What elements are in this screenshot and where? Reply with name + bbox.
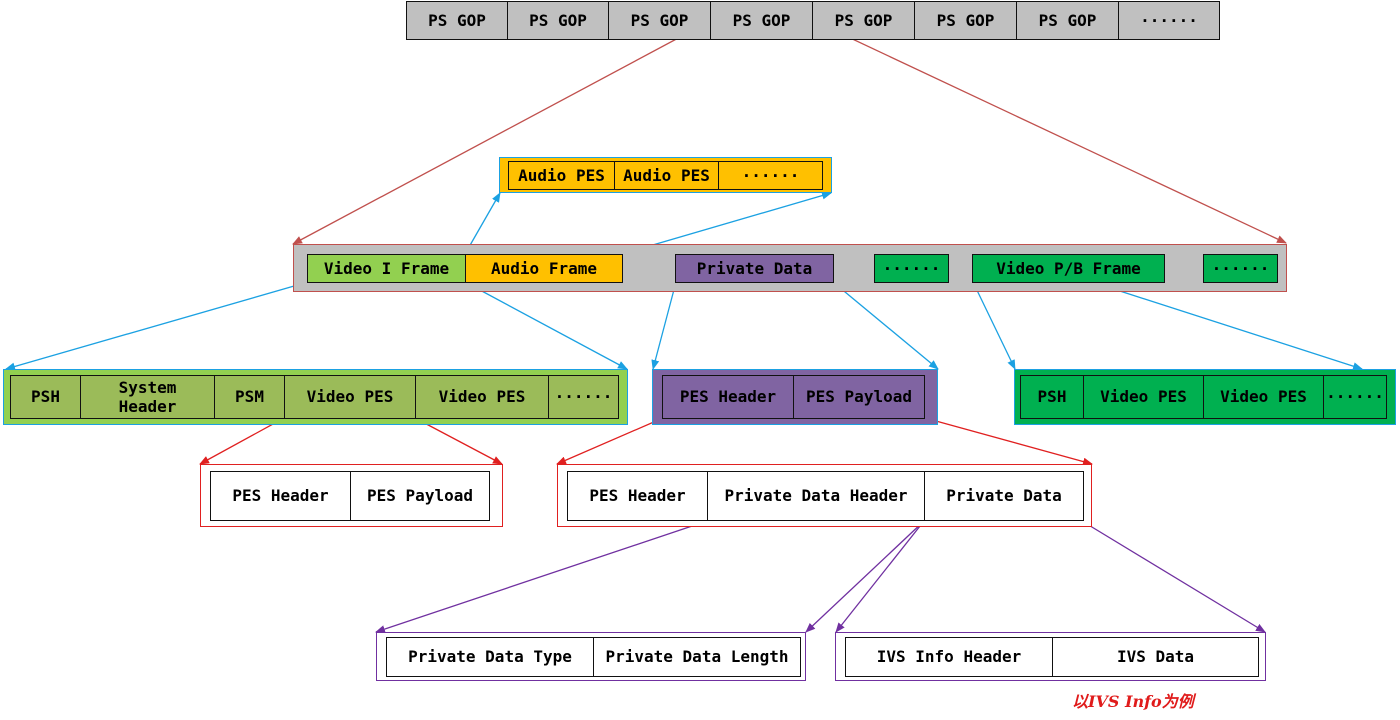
psm-cell: PSM (214, 375, 285, 419)
private-data-frame: Private Data (675, 254, 834, 283)
example-note: 以IVS Info为例 (1072, 692, 1194, 711)
arrow-videopb-left (972, 281, 1016, 370)
arrow-videopes-right (414, 417, 503, 465)
audio-pes-cell: Audio PES (614, 161, 719, 190)
arrow-videoi-left (5, 281, 309, 371)
audio-frame: Audio Frame (465, 254, 623, 283)
frame-ellipsis: ······ (1203, 254, 1278, 283)
video-pes-cell: Video PES (1083, 375, 1204, 419)
private-data-cell: Private Data (924, 471, 1084, 521)
pes-payload-cell: PES Payload (793, 375, 925, 419)
arrow-gop-left (292, 19, 713, 245)
private-data-breakdown: IVS Info Header IVS Data (835, 632, 1266, 681)
system-header-cell: System Header (80, 375, 215, 419)
arrow-pdh-right (805, 520, 925, 633)
arrow-audio-left (464, 192, 501, 255)
gop-cell: PS GOP (507, 1, 609, 40)
frame-ellipsis: ······ (874, 254, 949, 283)
psh-cell: PSH (10, 375, 81, 419)
private-header-breakdown: Private Data Type Private Data Length (376, 632, 806, 681)
video-i-breakdown: PSH System Header PSM Video PES Video PE… (3, 369, 628, 425)
gop-cell: PS GOP (406, 1, 508, 40)
gop-ellipsis: ······ (1118, 1, 1220, 40)
breakdown-ellipsis: ······ (548, 375, 619, 419)
video-pb-frame: Video P/B Frame (972, 254, 1165, 283)
video-pes-cell: Video PES (1203, 375, 1324, 419)
arrow-pd-right (1081, 520, 1266, 633)
arrow-private-left (651, 281, 677, 370)
arrow-pespayload-left (556, 417, 664, 465)
audio-pes-cell: Audio PES (508, 161, 615, 190)
video-pes-cell: Video PES (284, 375, 416, 419)
private-data-type-cell: Private Data Type (386, 637, 594, 677)
private-breakdown: PES Header PES Payload (652, 369, 938, 425)
arrow-videopb-right (1091, 281, 1363, 371)
arrow-pd-left (835, 520, 925, 633)
gop-cell: PS GOP (812, 1, 915, 40)
arrow-videoi-right (464, 281, 628, 370)
arrow-private-right (832, 281, 939, 370)
arrow-audio-right (621, 191, 832, 255)
pes-header-cell: PES Header (662, 375, 794, 419)
private-data-length-cell: Private Data Length (593, 637, 801, 677)
arrow-videopes-left (199, 417, 285, 465)
video-pb-breakdown: PSH Video PES Video PES ······ (1014, 369, 1396, 425)
audio-pes-container: Audio PES Audio PES ······ (499, 157, 832, 193)
gop-cell: PS GOP (710, 1, 813, 40)
pes-header-cell: PES Header (567, 471, 708, 521)
private-payload-breakdown: PES Header Private Data Header Private D… (557, 464, 1092, 527)
video-i-frame: Video I Frame (307, 254, 466, 283)
private-data-header-cell: Private Data Header (707, 471, 925, 521)
pes-header-cell: PES Header (210, 471, 351, 521)
frame-row-container: Video I Frame Audio Frame Private Data ·… (293, 244, 1287, 292)
breakdown-ellipsis: ······ (1323, 375, 1387, 419)
audio-pes-ellipsis: ······ (718, 161, 823, 190)
arrow-pespayload-right (924, 417, 1093, 466)
arrow-pdh-left (375, 520, 708, 633)
video-pes-breakdown: PES Header PES Payload (200, 464, 503, 527)
gop-cell: PS GOP (1016, 1, 1119, 40)
gop-cell: PS GOP (914, 1, 1017, 40)
gop-row: PS GOP PS GOP PS GOP PS GOP PS GOP PS GO… (406, 1, 1220, 40)
ivs-info-header-cell: IVS Info Header (845, 637, 1053, 677)
arrow-gop-right (811, 19, 1287, 244)
video-pes-cell: Video PES (415, 375, 549, 419)
psh-cell: PSH (1020, 375, 1084, 419)
pes-payload-cell: PES Payload (350, 471, 490, 521)
ivs-data-cell: IVS Data (1052, 637, 1259, 677)
gop-cell: PS GOP (608, 1, 711, 40)
